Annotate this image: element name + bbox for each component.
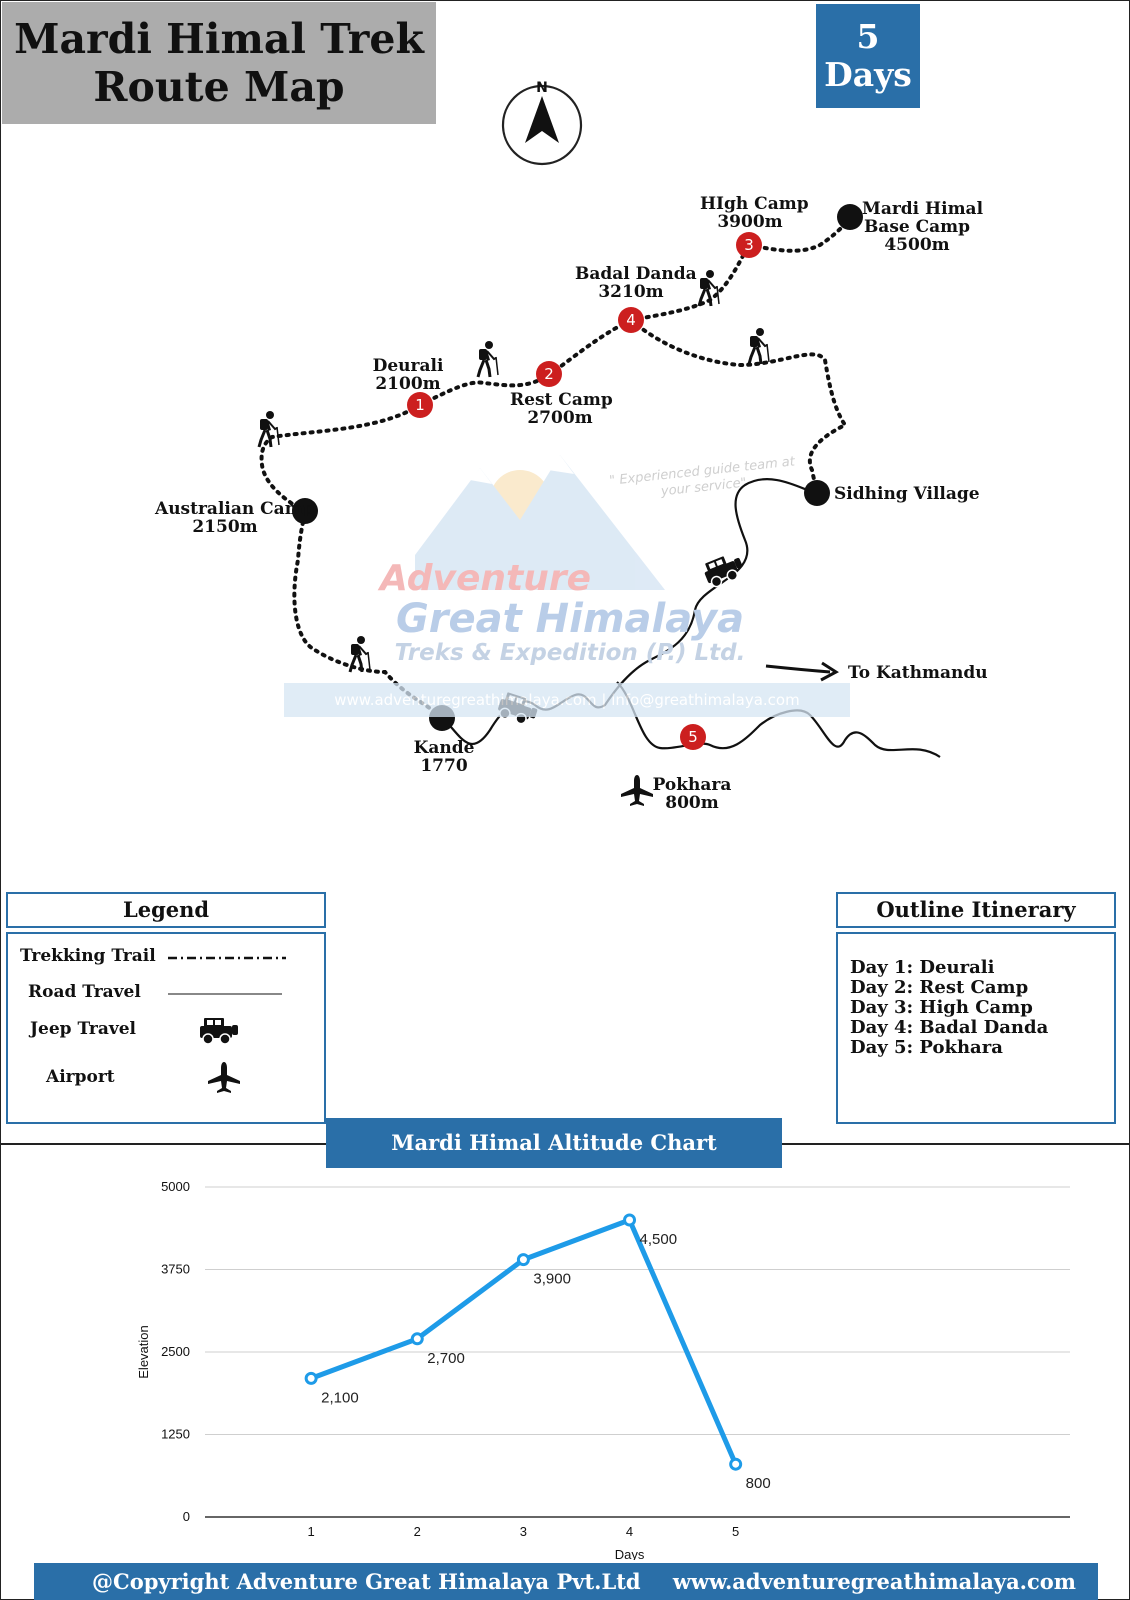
day-5-number: 5 (688, 728, 698, 746)
itinerary-day: Day 2: Rest Camp (850, 977, 1029, 998)
days-label: Days (824, 55, 912, 94)
watermark-contact-strip: www.adventuregreathimalaya.com | info@gr… (284, 683, 850, 717)
y-axis-ticks: 0 1250 2500 3750 5000 (161, 1179, 190, 1524)
sidhing-village-label: Sidhing Village (834, 484, 980, 504)
sidhing-village-point (804, 480, 830, 506)
day-3-number: 3 (744, 236, 754, 254)
deurali-label: Deurali 2100m (372, 356, 444, 394)
x-tick-label: 3 (520, 1524, 527, 1539)
itinerary-title: Outline Itinerary (836, 892, 1116, 928)
y-tick-label: 5000 (161, 1179, 190, 1194)
legend-airport-label: Airport (46, 1067, 115, 1087)
itinerary-list: Day 1: Deurali Day 2: Rest Camp Day 3: H… (850, 958, 1048, 1058)
base-camp-label: Mardi Himal Base Camp 4500m (862, 199, 984, 255)
hiker-icon (747, 326, 771, 366)
compass-north-label: N (536, 80, 548, 96)
australian-camp-label: Australian Camp 2150m (155, 499, 315, 537)
day-1-number: 1 (415, 396, 425, 414)
hiker-icon (697, 268, 721, 308)
data-point (304, 1371, 318, 1385)
legend-box: Trekking Trail Road Travel Jeep Travel A… (6, 932, 326, 1124)
compass-icon: N (501, 80, 583, 166)
legend-jeep-travel-label: Jeep Travel (30, 1019, 137, 1039)
x-tick-label: 1 (308, 1524, 315, 1539)
data-label: 3,900 (533, 1271, 571, 1288)
australian-camp-point (292, 498, 318, 524)
jeep-icon (199, 1017, 239, 1045)
footer-copyright: @Copyright Adventure Great Himalaya Pvt.… (92, 1569, 641, 1594)
data-label: 2,700 (427, 1350, 465, 1367)
map-title-box: Mardi Himal Trek Route Map (2, 2, 436, 124)
data-label: 800 (746, 1475, 771, 1492)
map-title-line-2: Route Map (93, 63, 345, 111)
high-camp-label: HIgh Camp 3900m (700, 194, 809, 232)
x-axis-ticks: 1 2 3 4 5 (308, 1524, 740, 1539)
x-tick-label: 5 (732, 1524, 739, 1539)
itinerary-box: Day 1: Deurali Day 2: Rest Camp Day 3: H… (836, 932, 1116, 1124)
day-2-marker (536, 361, 562, 387)
data-point (623, 1213, 637, 1227)
data-label: 2,100 (321, 1389, 359, 1406)
day-4-marker (618, 307, 644, 333)
kande-label: Kande 1770 (413, 738, 475, 776)
y-tick-label: 3750 (161, 1262, 190, 1277)
x-tick-label: 4 (626, 1524, 633, 1539)
y-axis-label: Elevation (136, 1325, 151, 1378)
itinerary-day: Day 3: High Camp (850, 997, 1033, 1018)
legend-trekking-trail-label: Trekking Trail (20, 946, 156, 966)
hiker-icon (257, 409, 281, 449)
legend-road-travel-label: Road Travel (28, 982, 141, 1002)
day-2-number: 2 (544, 365, 554, 383)
chart-grid (205, 1186, 1070, 1518)
x-axis-label: Days (615, 1547, 645, 1560)
itinerary-day: Day 5: Pokhara (850, 1037, 1003, 1058)
watermark-mountain-icon (415, 455, 665, 590)
itinerary-day: Day 4: Badal Danda (850, 1017, 1049, 1038)
map-title-line-1: Mardi Himal Trek (14, 15, 424, 63)
base-camp-point (837, 204, 863, 230)
trekking-trail-symbol (168, 956, 286, 960)
days-number: 5 (856, 17, 880, 56)
days-badge: 5 Days (816, 4, 920, 108)
y-tick-label: 0 (183, 1509, 190, 1524)
x-tick-label: 2 (414, 1524, 421, 1539)
rest-camp-label: Rest Camp 2700m (510, 390, 613, 428)
badal-danda-label: Badal Danda 3210m (575, 264, 697, 302)
footer-bar: @Copyright Adventure Great Himalaya Pvt.… (34, 1563, 1098, 1600)
day-5-marker (680, 724, 706, 750)
to-kathmandu-label: To Kathmandu (848, 663, 988, 683)
data-point (729, 1457, 743, 1471)
data-labels: 2,100 2,700 3,900 4,500 800 (321, 1231, 771, 1492)
day-3-marker (736, 232, 762, 258)
altitude-chart: 0 1250 2500 3750 5000 1 2 3 4 5 2,100 2,700 3,900 4… (136, 1179, 1070, 1560)
footer-website-link[interactable]: www.adventuregreathimalaya.com (672, 1569, 1076, 1594)
airplane-icon (621, 775, 653, 806)
data-point (516, 1253, 530, 1267)
day-1-marker (407, 392, 433, 418)
hiker-icon (348, 634, 372, 674)
altitude-chart-title: Mardi Himal Altitude Chart (326, 1118, 782, 1168)
to-kathmandu-arrow (765, 664, 831, 674)
data-label: 4,500 (640, 1231, 678, 1248)
data-points (304, 1213, 743, 1471)
airplane-icon (208, 1062, 240, 1093)
road-travel-symbol (168, 993, 282, 995)
y-tick-label: 2500 (161, 1344, 190, 1359)
pokhara-label: Pokhara 800m (652, 775, 732, 813)
itinerary-day: Day 1: Deurali (850, 957, 995, 978)
hiker-icon (476, 339, 500, 379)
y-tick-label: 1250 (161, 1427, 190, 1442)
data-point (410, 1332, 424, 1346)
day-4-number: 4 (626, 311, 636, 329)
legend-title: Legend (6, 892, 326, 928)
